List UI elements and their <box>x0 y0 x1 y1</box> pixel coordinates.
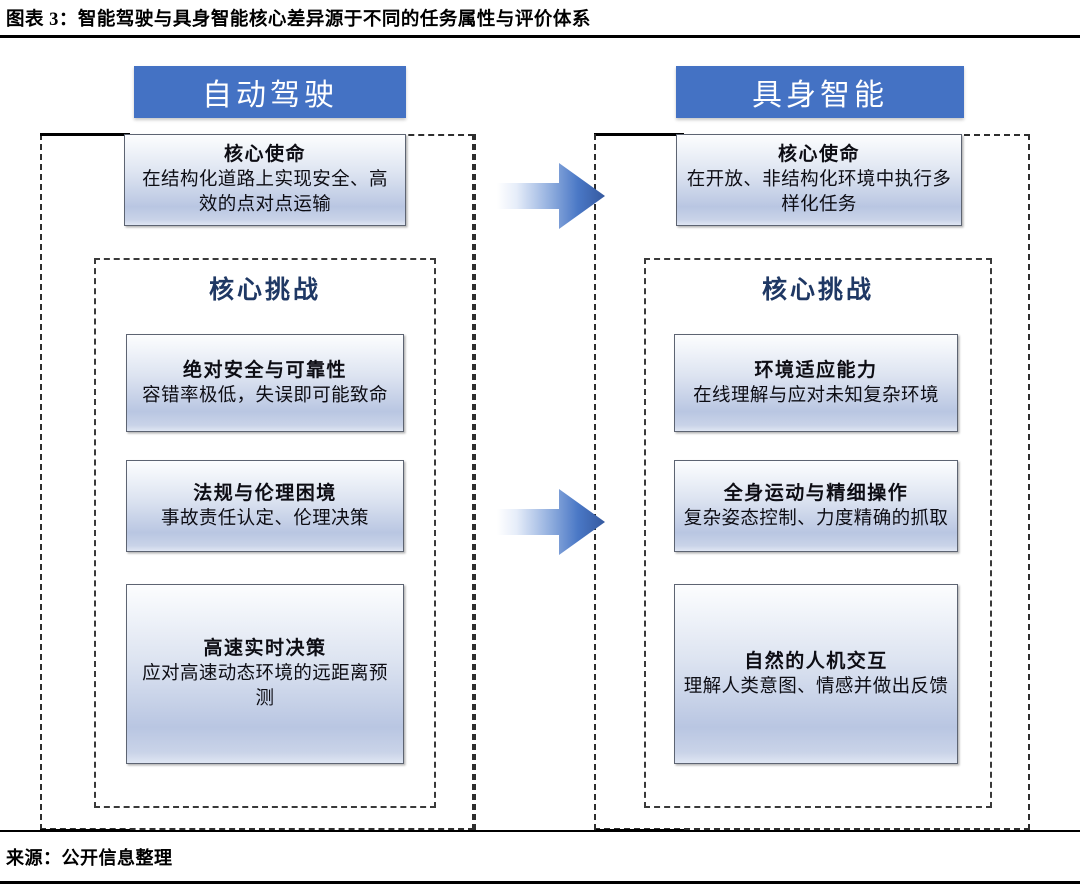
divider-dashed-right <box>594 134 596 830</box>
section-heading-challenges-left: 核心挑战 <box>208 277 321 304</box>
challenge-frame-autonomous-driving <box>94 258 436 808</box>
figure-source: 来源：公开信息整理 <box>6 847 173 868</box>
column-header-autonomous-driving: 自动驾驶 <box>134 66 406 118</box>
diagram-canvas: 自动驾驶 具身智能 核心使命 在结构化道路上实现安全、高效的点对点运输 核心挑战… <box>0 38 1080 832</box>
card-body: 应对高速动态环境的远距离预测 <box>142 664 388 710</box>
card-challenge-left-3: 高速实时决策 应对高速动态环境的远距离预测 <box>126 584 404 764</box>
card-body: 事故责任认定、伦理决策 <box>161 508 369 529</box>
card-title: 环境适应能力 <box>754 359 878 381</box>
card-mission-autonomous-driving: 核心使命 在结构化道路上实现安全、高效的点对点运输 <box>124 134 406 226</box>
card-body: 在线理解与应对未知复杂环境 <box>693 385 939 406</box>
arrow-right-icon-top <box>497 160 607 232</box>
arrow-right-icon-bottom <box>497 486 607 558</box>
card-challenge-right-3: 自然的人机交互 理解人类意图、情感并做出反馈 <box>674 584 958 764</box>
card-body: 在结构化道路上实现安全、高效的点对点运输 <box>142 170 388 216</box>
figure-title: 图表 3：智能驾驶与具身智能核心差异源于不同的任务属性与评价体系 <box>6 9 591 30</box>
divider-dashed-left <box>474 134 476 830</box>
card-body: 在开放、非结构化环境中执行多样化任务 <box>686 170 952 216</box>
card-title: 高速实时决策 <box>203 638 327 660</box>
card-title: 自然的人机交互 <box>744 650 888 672</box>
card-challenge-right-2: 全身运动与精细操作 复杂姿态控制、力度精确的抓取 <box>674 460 958 552</box>
card-challenge-left-1: 绝对安全与可靠性 容错率极低，失误即可能致命 <box>126 334 404 432</box>
card-body: 容错率极低，失误即可能致命 <box>142 385 388 406</box>
card-body: 复杂姿态控制、力度精确的抓取 <box>683 508 949 529</box>
card-challenge-left-2: 法规与伦理困境 事故责任认定、伦理决策 <box>126 460 404 552</box>
card-title: 绝对安全与可靠性 <box>182 359 347 381</box>
card-title: 法规与伦理困境 <box>193 482 337 504</box>
card-mission-embodied-intelligence: 核心使命 在开放、非结构化环境中执行多样化任务 <box>676 134 962 226</box>
figure-footer-bar: 来源：公开信息整理 <box>0 830 1080 884</box>
card-title: 核心使命 <box>777 144 860 166</box>
frame-cap-right-top <box>594 133 684 136</box>
card-challenge-right-1: 环境适应能力 在线理解与应对未知复杂环境 <box>674 334 958 432</box>
figure-title-bar: 图表 3：智能驾驶与具身智能核心差异源于不同的任务属性与评价体系 <box>0 0 1080 38</box>
frame-cap-left-top <box>40 133 130 136</box>
column-header-embodied-intelligence: 具身智能 <box>676 66 964 118</box>
card-body: 理解人类意图、情感并做出反馈 <box>683 676 949 697</box>
card-title: 核心使命 <box>223 144 306 166</box>
card-title: 全身运动与精细操作 <box>723 482 909 504</box>
challenge-frame-embodied-intelligence <box>644 258 992 808</box>
section-heading-challenges-right: 核心挑战 <box>761 277 874 304</box>
